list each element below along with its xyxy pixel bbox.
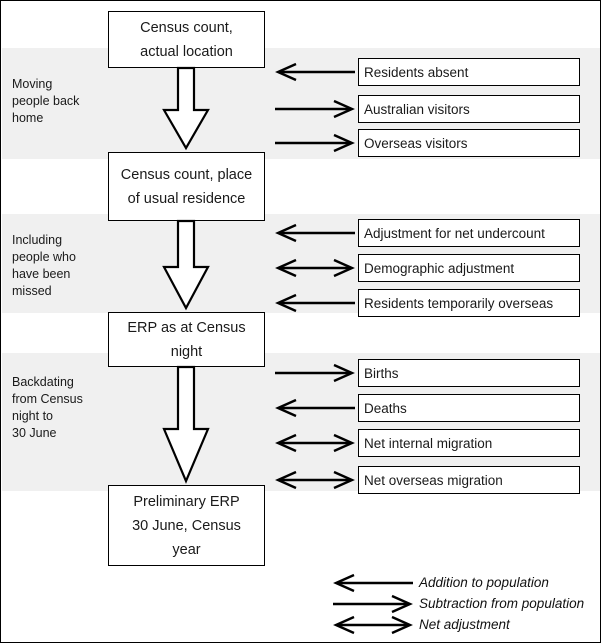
- stage-label-2: Including people who have been missed: [12, 233, 76, 298]
- legend-row-net: Net adjustment: [333, 615, 595, 636]
- connector-australian-visitors: [275, 99, 355, 119]
- item-box-residents-absent: Residents absent: [358, 58, 580, 86]
- item-box-adjustment-net-undercount: Adjustment for net undercount: [358, 219, 580, 247]
- block-arrow-2: [161, 219, 211, 312]
- item-box-overseas-visitors: Overseas visitors: [358, 129, 580, 157]
- connector-overseas-visitors: [275, 133, 355, 153]
- stage-label-1: Moving people back home: [12, 77, 80, 125]
- item-box-residents-temporarily-overseas: Residents temporarily overseas: [358, 289, 580, 317]
- connector-demographic-adjustment: [275, 258, 355, 278]
- connector-adjustment-net-undercount: [275, 223, 355, 243]
- item-box-demographic-adjustment: Demographic adjustment: [358, 254, 580, 282]
- item-box-births: Births: [358, 359, 580, 387]
- block-arrow-3: [161, 365, 211, 485]
- legend: Addition to population Subtraction from …: [333, 573, 595, 636]
- connector-births: [275, 363, 355, 383]
- connector-residents-temporarily-overseas: [275, 293, 355, 313]
- legend-label-net: Net adjustment: [419, 617, 510, 632]
- arrow-both-icon: [333, 615, 413, 635]
- block-arrow-1: [161, 66, 211, 152]
- node-preliminary-erp: Preliminary ERP 30 June, Census year: [108, 485, 265, 566]
- connector-net-internal-migration: [275, 433, 355, 453]
- item-box-deaths: Deaths: [358, 394, 580, 422]
- legend-label-addition: Addition to population: [419, 575, 549, 590]
- arrow-left-icon: [333, 573, 413, 593]
- legend-row-addition: Addition to population: [333, 573, 595, 594]
- node-census-count-usual-residence: Census count, place of usual residence: [108, 152, 265, 221]
- node-census-count-actual-location: Census count, actual location: [108, 11, 265, 68]
- item-box-australian-visitors: Australian visitors: [358, 95, 580, 123]
- connector-deaths: [275, 398, 355, 418]
- item-box-net-internal-migration: Net internal migration: [358, 429, 580, 457]
- item-box-net-overseas-migration: Net overseas migration: [358, 466, 580, 494]
- connector-net-overseas-migration: [275, 470, 355, 490]
- stage-label-3: Backdating from Census night to 30 June: [12, 375, 83, 440]
- legend-label-subtraction: Subtraction from population: [419, 596, 585, 611]
- node-erp-census-night: ERP as at Census night: [108, 312, 265, 367]
- arrow-right-icon: [333, 594, 413, 614]
- connector-residents-absent: [275, 62, 355, 82]
- legend-row-subtraction: Subtraction from population: [333, 594, 595, 615]
